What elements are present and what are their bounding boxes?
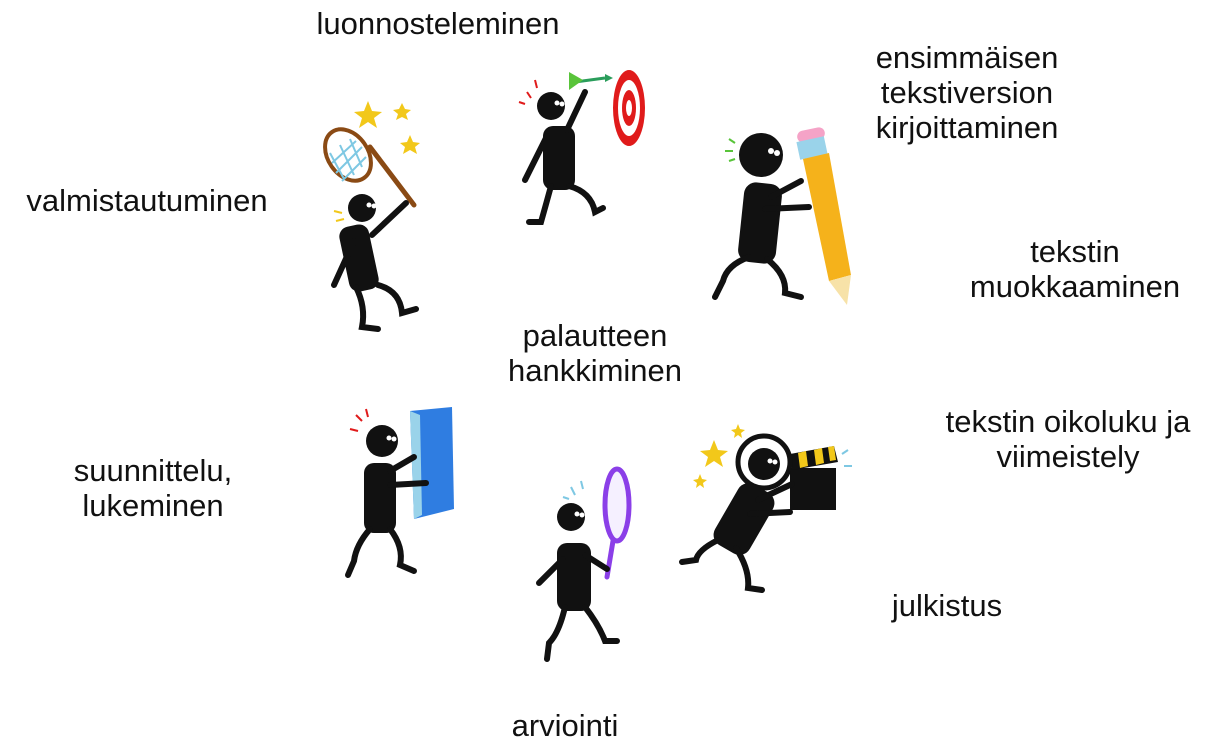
pencil-icon	[796, 127, 851, 305]
spark-icon	[841, 449, 852, 467]
spark-icon	[725, 138, 736, 162]
figure-body	[536, 503, 620, 662]
stick-figure-butterfly-net	[322, 95, 432, 335]
star-icon	[693, 424, 745, 488]
label-ensimmainen-tekstiversio: ensimmäisen tekstiversion kirjoittaminen	[875, 40, 1059, 145]
spark-icon	[518, 79, 538, 105]
figure-body	[712, 133, 812, 300]
dart-target-icon	[569, 70, 645, 146]
spark-icon	[333, 210, 345, 222]
label-tekstin-muokkaaminen: tekstin muokkaaminen	[969, 234, 1181, 304]
label-valmistautuminen: valmistautuminen	[26, 183, 268, 218]
stick-figure-magnifier	[525, 465, 635, 665]
label-luonnosteleminen: luonnosteleminen	[316, 6, 560, 41]
stick-figure-clapperboard	[678, 420, 853, 595]
figure-body	[345, 425, 429, 578]
stick-figure-dart	[505, 62, 655, 232]
spark-icon	[562, 480, 584, 500]
figure-body	[679, 433, 795, 593]
book-icon	[410, 407, 454, 519]
label-julkistus: julkistus	[891, 588, 1003, 623]
figure-body	[331, 194, 419, 332]
label-palautteen-hankkiminen: palautteen hankkiminen	[507, 318, 683, 388]
stick-figure-pencil	[705, 125, 865, 310]
label-oikoluku-viimeistely: tekstin oikoluku ja viimeistely	[945, 404, 1191, 474]
star-icon	[354, 101, 420, 154]
label-suunnittelu-lukeminen: suunnittelu, lukeminen	[73, 453, 233, 523]
stick-figure-book	[340, 405, 465, 585]
magnifying-glass-icon	[602, 466, 632, 580]
spark-icon	[349, 408, 369, 432]
butterfly-net-icon	[323, 127, 417, 208]
figure-body	[522, 89, 606, 225]
clapperboard-icon	[790, 446, 838, 510]
label-arviointi: arviointi	[511, 708, 619, 743]
